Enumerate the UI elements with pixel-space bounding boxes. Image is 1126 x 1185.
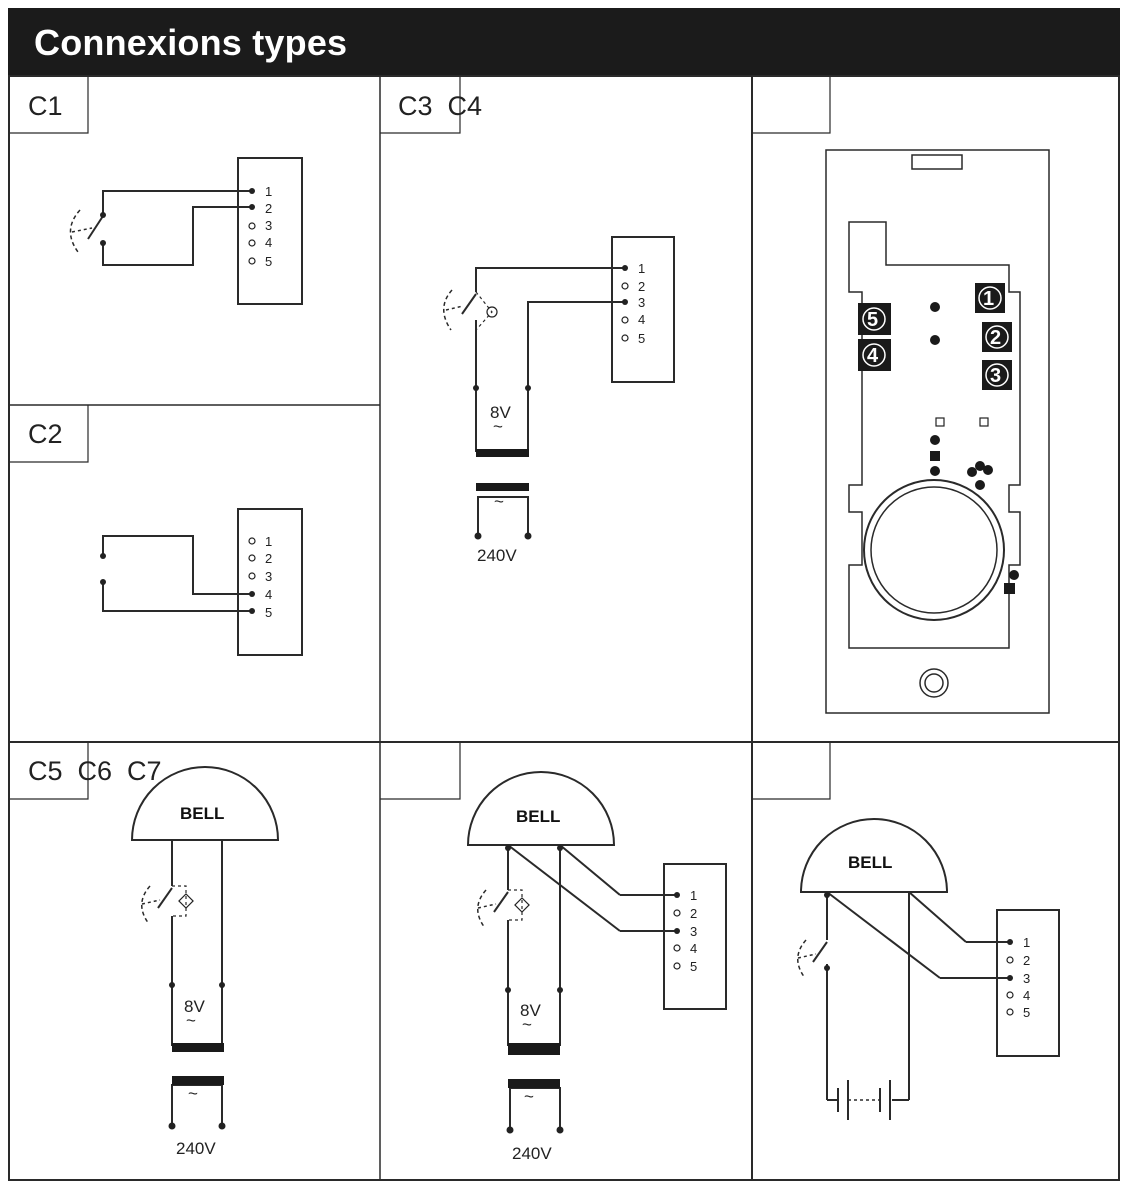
- bell-c5: BELL 8V ~ ~ 240V: [168, 804, 226, 1158]
- svg-text:4: 4: [690, 941, 697, 956]
- svg-text:2: 2: [1023, 953, 1030, 968]
- diagram-c3-c4: [443, 236, 675, 536]
- transformer-c3-c4: 8V ~ ~ 240V: [473, 306, 532, 565]
- panel-label-c2: C2: [28, 419, 63, 449]
- diagram-c1: [69, 157, 303, 305]
- svg-text:3: 3: [990, 365, 1001, 387]
- diagram-bottom-right: [797, 818, 1060, 1120]
- svg-text:2: 2: [265, 201, 272, 216]
- svg-text:2: 2: [690, 906, 697, 921]
- svg-text:5: 5: [265, 254, 272, 269]
- svg-text:1: 1: [1023, 935, 1030, 950]
- diagram-bottom-middle: [466, 771, 727, 1130]
- terminal-block-c3-c4: 1 2 3 4 5: [621, 261, 645, 346]
- svg-text:3: 3: [638, 295, 645, 310]
- svg-text:~: ~: [524, 1087, 534, 1106]
- title-bar: Connexions types: [8, 8, 1120, 76]
- svg-text:~: ~: [493, 417, 503, 436]
- bell-bottom-middle: BELL 8V ~ ~ 240V 1 2 3 4 5: [505, 807, 697, 1163]
- svg-text:2: 2: [638, 279, 645, 294]
- svg-text:3: 3: [690, 924, 697, 939]
- svg-text:4: 4: [265, 587, 272, 602]
- svg-text:4: 4: [638, 312, 645, 327]
- terminal-block-c2: 1 2 3 4 5: [100, 534, 272, 620]
- svg-text:BELL: BELL: [848, 853, 892, 872]
- svg-text:~: ~: [188, 1084, 198, 1103]
- svg-text:8V: 8V: [520, 1001, 541, 1020]
- panel-grid: [8, 75, 1120, 1181]
- terminal-block-c1: 1 2 3 4 5: [100, 184, 272, 269]
- svg-text:1: 1: [265, 534, 272, 549]
- svg-text:~: ~: [494, 492, 504, 511]
- diagram-c2: [102, 508, 303, 656]
- svg-text:240V: 240V: [176, 1139, 216, 1158]
- svg-text:BELL: BELL: [180, 804, 224, 823]
- svg-text:2: 2: [265, 551, 272, 566]
- bell-bottom-right: BELL 1 2 3 4 5: [824, 853, 1030, 1020]
- svg-text:3: 3: [1023, 971, 1030, 986]
- svg-text:5: 5: [867, 309, 878, 331]
- svg-text:1: 1: [690, 888, 697, 903]
- svg-text:5: 5: [265, 605, 272, 620]
- svg-text:8V: 8V: [184, 997, 205, 1016]
- svg-text:~: ~: [522, 1015, 532, 1034]
- svg-text:4: 4: [265, 235, 272, 250]
- svg-text:3: 3: [265, 569, 272, 584]
- board-terminals: 1 2 3 5 4: [858, 283, 1019, 594]
- svg-text:2: 2: [990, 327, 1001, 349]
- svg-text:3: 3: [265, 218, 272, 233]
- page-title: Connexions types: [34, 22, 348, 63]
- svg-text:4: 4: [867, 345, 879, 367]
- svg-text:240V: 240V: [512, 1144, 552, 1163]
- svg-text:BELL: BELL: [516, 807, 560, 826]
- panel-label-c5-c6-c7: C5 C6 C7: [28, 756, 162, 786]
- panel-label-c3-c4: C3 C4: [398, 91, 482, 121]
- svg-text:8V: 8V: [490, 403, 511, 422]
- svg-text:1: 1: [638, 261, 645, 276]
- svg-text:~: ~: [186, 1011, 196, 1030]
- svg-text:240V: 240V: [477, 546, 517, 565]
- svg-text:5: 5: [690, 959, 697, 974]
- svg-text:5: 5: [638, 331, 645, 346]
- svg-text:1: 1: [265, 184, 272, 199]
- device-board: [825, 149, 1050, 714]
- svg-text:4: 4: [1023, 988, 1030, 1003]
- panel-label-c1: C1: [28, 91, 63, 121]
- svg-text:1: 1: [983, 288, 994, 310]
- svg-text:5: 5: [1023, 1005, 1030, 1020]
